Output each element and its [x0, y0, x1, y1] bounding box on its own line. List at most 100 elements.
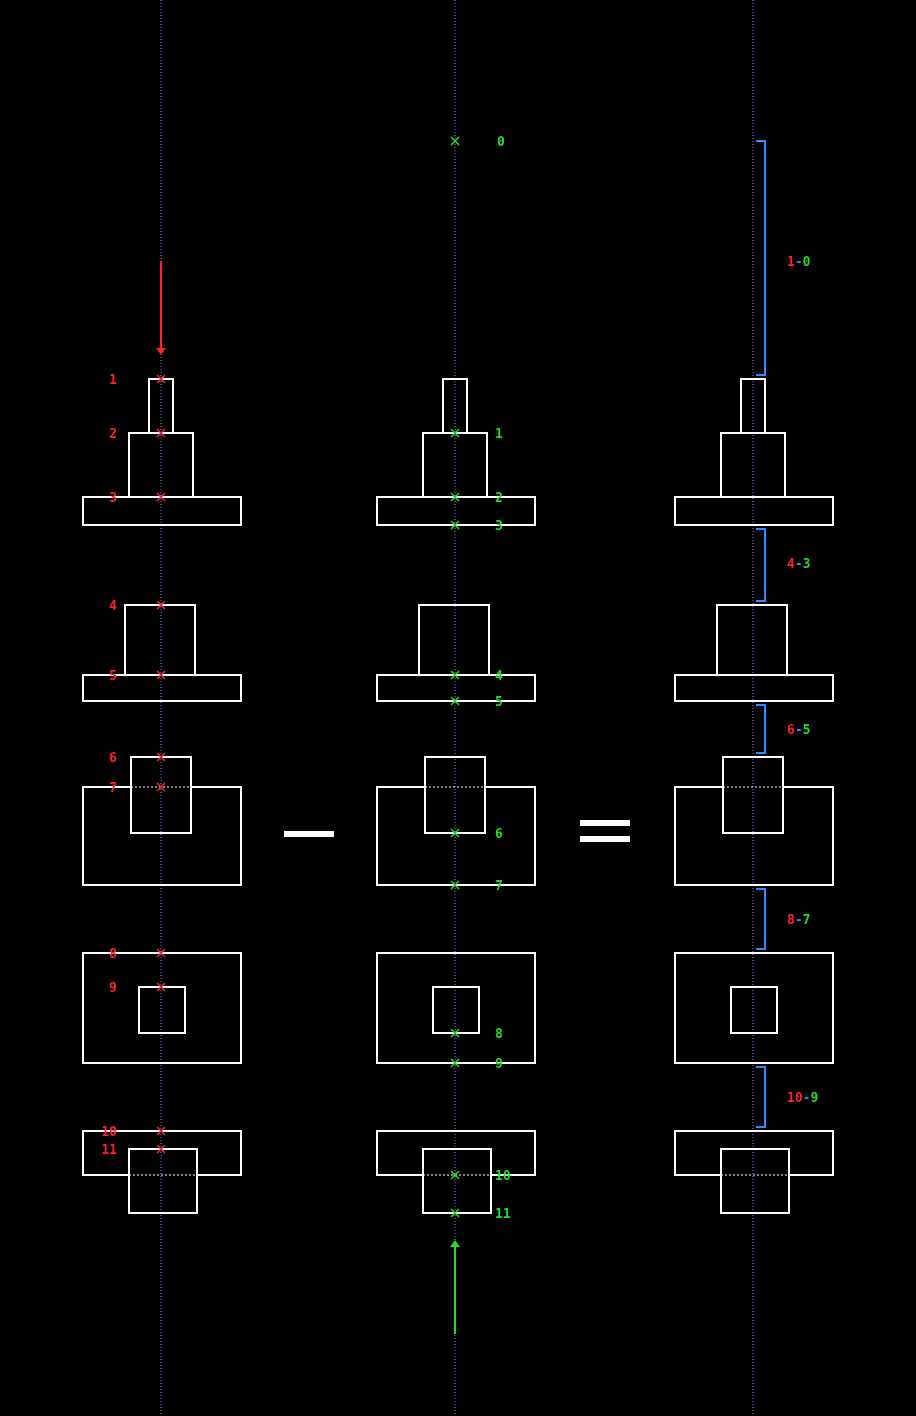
middle-marker — [450, 520, 460, 530]
left-label: 2 — [109, 427, 117, 442]
m-shape-4-outer — [376, 952, 536, 1064]
difference-bracket — [756, 704, 766, 754]
difference-green: 7 — [803, 913, 811, 928]
m-shape-1-base — [376, 496, 536, 526]
middle-marker — [450, 1208, 460, 1218]
left-label: 10 — [101, 1125, 117, 1140]
difference-dash: - — [803, 1091, 811, 1106]
difference-label: 8-7 — [787, 913, 810, 928]
middle-marker — [450, 1028, 460, 1038]
middle-marker — [450, 1170, 460, 1180]
difference-green: 9 — [810, 1091, 818, 1106]
difference-labels: 1-04-36-58-710-9 — [787, 255, 818, 1106]
r-shape-1-base — [674, 496, 834, 526]
left-marker — [156, 670, 166, 680]
m-shape-4-inner — [432, 986, 480, 1034]
middle-label: 6 — [495, 827, 503, 842]
difference-bracket — [756, 1066, 766, 1128]
left-marker — [156, 782, 166, 792]
middle-marker — [450, 696, 460, 706]
middle-marker — [450, 1058, 460, 1068]
left-shapes — [82, 378, 242, 1214]
difference-dash: - — [795, 723, 803, 738]
difference-dash: - — [795, 255, 803, 270]
middle-markers — [450, 136, 460, 1218]
middle-dotted — [423, 786, 491, 1176]
r-shape-4-outer — [674, 952, 834, 1064]
difference-red: 1 — [787, 255, 795, 270]
middle-marker — [450, 880, 460, 890]
r-shape-3-outer — [674, 786, 834, 886]
middle-shapes — [376, 378, 536, 1214]
middle-label: 7 — [495, 879, 503, 894]
shape-5-inner — [128, 1148, 198, 1214]
r-shape-4-inner — [730, 986, 778, 1034]
difference-dash: - — [795, 557, 803, 572]
middle-label: 9 — [495, 1057, 503, 1072]
difference-green: 5 — [803, 723, 811, 738]
difference-red: 6 — [787, 723, 795, 738]
left-label: 8 — [109, 947, 117, 962]
r-shape-2-base — [674, 674, 834, 702]
shape-2-top — [124, 604, 196, 676]
left-label: 11 — [101, 1143, 117, 1158]
difference-label: 10-9 — [787, 1091, 818, 1106]
left-marker — [156, 752, 166, 762]
axes — [160, 0, 754, 1416]
middle-label: 3 — [495, 519, 503, 534]
left-marker — [156, 374, 166, 384]
shape-4-outer — [82, 952, 242, 1064]
middle-label: 2 — [495, 491, 503, 506]
m-shape-3-outer — [376, 786, 536, 886]
middle-label: 11 — [495, 1207, 511, 1222]
middle-label: 10 — [495, 1169, 511, 1184]
left-label: 4 — [109, 599, 117, 614]
left-marker — [156, 1144, 166, 1154]
middle-label: 1 — [495, 427, 503, 442]
middle-marker — [450, 136, 460, 146]
shape-3-outer — [82, 786, 242, 886]
shape-2-base — [82, 674, 242, 702]
difference-dash: - — [795, 913, 803, 928]
difference-red: 8 — [787, 913, 795, 928]
m-shape-2-top — [418, 604, 490, 676]
difference-red: 4 — [787, 557, 795, 572]
left-label: 5 — [109, 669, 117, 684]
right-dotted — [721, 786, 789, 1176]
middle-label: 0 — [497, 135, 505, 150]
operators — [284, 820, 630, 842]
middle-marker — [450, 828, 460, 838]
m-shape-5-inner — [422, 1148, 492, 1214]
right-brackets — [756, 140, 766, 1128]
difference-green: 3 — [803, 557, 811, 572]
left-label: 3 — [109, 491, 117, 506]
r-shape-5-outer — [674, 1130, 834, 1176]
r-shape-5-inner — [720, 1148, 790, 1214]
left-marker — [156, 982, 166, 992]
shape-4-inner — [138, 986, 186, 1034]
middle-marker — [450, 492, 460, 502]
down-arrow-icon — [156, 261, 166, 355]
right-shapes — [674, 378, 834, 1214]
difference-bracket — [756, 140, 766, 376]
m-shape-2-base — [376, 674, 536, 702]
minus-sign — [284, 831, 334, 837]
left-marker — [156, 948, 166, 958]
shape-1-base — [82, 496, 242, 526]
middle-label: 4 — [495, 669, 503, 684]
left-dotted — [129, 786, 197, 1176]
left-marker — [156, 1126, 166, 1136]
up-arrow-icon — [450, 1240, 460, 1334]
difference-red: 10 — [787, 1091, 803, 1106]
middle-label: 5 — [495, 695, 503, 710]
equals-sign — [580, 820, 630, 842]
left-markers — [156, 374, 166, 1154]
m-shape-5-outer — [376, 1130, 536, 1176]
left-label: 7 — [109, 781, 117, 796]
difference-label: 1-0 — [787, 255, 811, 270]
r-shape-3-inner — [722, 756, 784, 834]
middle-marker — [450, 670, 460, 680]
